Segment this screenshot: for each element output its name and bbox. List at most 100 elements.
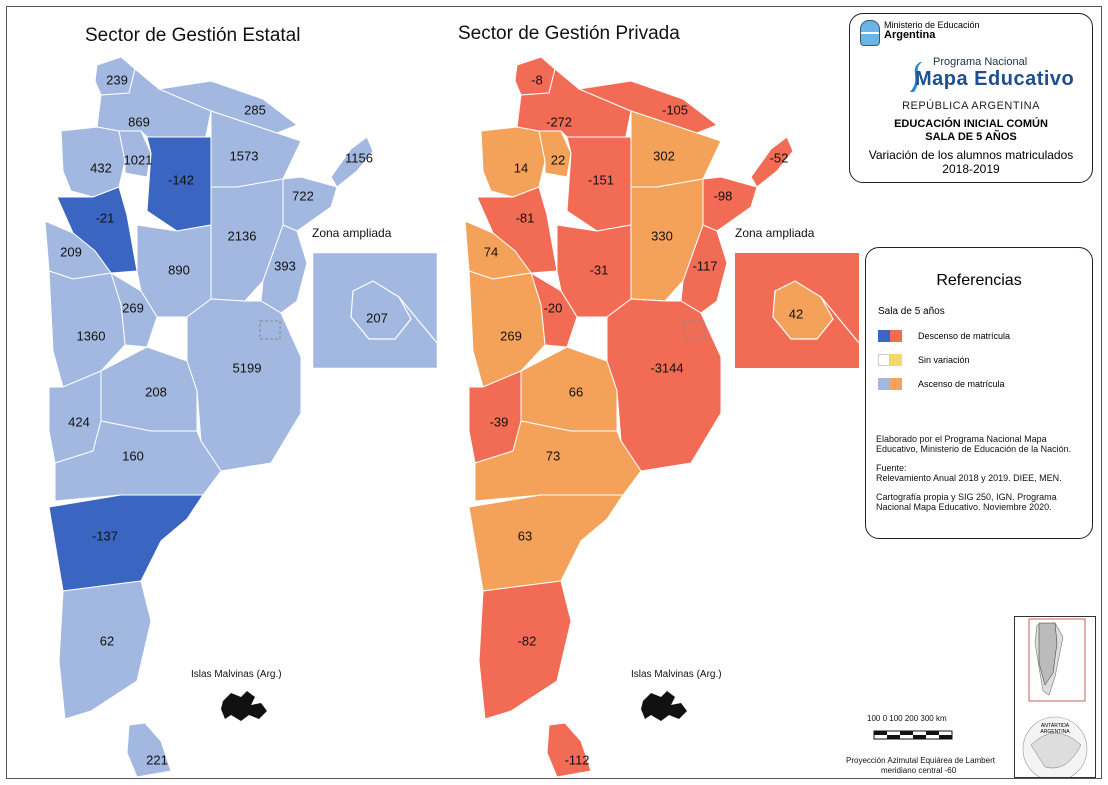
legend-label-descenso: Descenso de matrícula: [918, 331, 1011, 341]
mapa-educativo-logo-icon: [910, 62, 922, 92]
var-line2: 2018-2019: [942, 162, 1000, 176]
ministry-line1: Ministerio de Educación: [884, 20, 980, 30]
republica-text: REPÚBLICA ARGENTINA: [902, 100, 1040, 112]
scale-ticks: 100 0 100 200 300 km: [867, 714, 947, 723]
value-estatal-santa-fe: 2136: [228, 228, 257, 243]
swatch-privada-sin-variacion: [890, 354, 902, 366]
value-estatal-mendoza: 1360: [77, 328, 106, 343]
value-estatal-tucuman: 1021: [124, 152, 153, 167]
value-estatal-rio-negro: 160: [122, 448, 144, 463]
value-privada-san-juan: 74: [484, 244, 498, 259]
note-cartografia: Cartografía propia y SIG 250, IGN. Progr…: [876, 492, 1057, 512]
province-estatal-mendoza: [48, 270, 126, 388]
title-privada: Sector de Gestión Privada: [458, 23, 680, 44]
value-estatal-salta: 869: [128, 114, 150, 129]
value-privada-rio-negro: 73: [546, 448, 560, 463]
value-privada-san-luis: -20: [544, 300, 563, 315]
swatch-privada-ascenso: [890, 378, 902, 390]
ministry-block: Ministerio de Educación Argentina: [860, 20, 980, 46]
locator-map: ANTÁRTIDA ARGENTINA: [1022, 618, 1088, 777]
inset-antartida: ANTÁRTIDA: [1041, 722, 1070, 729]
province-privada-mendoza: [468, 270, 546, 388]
maps-canvas: Sector de Gestión Estatal 23986928543210…: [44, 23, 996, 778]
title-estatal: Sector de Gestión Estatal: [85, 25, 300, 46]
malvinas-islands-estatal: [221, 691, 267, 721]
value-privada-chubut: 63: [518, 528, 532, 543]
value-estatal-jujuy: 239: [106, 72, 128, 87]
value-estatal-tierra-del-fuego: 221: [146, 752, 168, 767]
value-privada-la-rioja: -81: [516, 210, 535, 225]
malvinas-label-privada: Islas Malvinas (Arg.): [631, 669, 722, 680]
note-fuente: Relevamiento Anual 2018 y 2019. DIEE, ME…: [876, 473, 1062, 483]
value-privada-salta: -272: [546, 114, 572, 129]
swatch-estatal-ascenso: [878, 378, 890, 390]
value-privada-corrientes: -98: [714, 188, 733, 203]
note-elaborado: Elaborado por el Programa Nacional Mapa …: [876, 434, 1072, 454]
note-fuente-title: Fuente:: [876, 463, 907, 473]
value-estatal-chaco: 1573: [230, 148, 259, 163]
province-estatal-tucuman: [118, 130, 152, 178]
value-estatal-santiago-del-estero: -142: [168, 172, 194, 187]
program-block: Programa Nacional Mapa Educativo: [905, 56, 1090, 91]
ministry-line2: Argentina: [884, 29, 936, 41]
legend-item-sin-variacion: Sin variación: [878, 354, 970, 366]
province-estatal-tierra-del-fuego: [126, 722, 172, 778]
edu-line1: EDUCACIÓN INICIAL COMÚN: [894, 118, 1048, 130]
province-privada-santa-cruz: [478, 580, 572, 720]
legend-label-sin-variacion: Sin variación: [918, 355, 970, 365]
value-privada-jujuy: -8: [531, 72, 543, 87]
locator-inset: ANTÁRTIDA ARGENTINA: [1014, 616, 1096, 778]
legend-title: Referencias: [936, 272, 1022, 289]
value-estatal-misiones: 1156: [345, 150, 373, 165]
source-notes: Elaborado por el Programa Nacional Mapa …: [876, 434, 1090, 521]
value-estatal-entre-rios: 393: [274, 258, 296, 273]
legend-item-ascenso: Ascenso de matrícula: [878, 378, 1005, 390]
value-estatal-cordoba: 890: [168, 262, 190, 277]
malvinas-label-estatal: Islas Malvinas (Arg.): [191, 669, 282, 680]
value-estatal-san-luis: 269: [122, 300, 144, 315]
edu-line2: SALA DE 5 AÑOS: [925, 131, 1017, 143]
value-privada-chaco: 302: [653, 148, 675, 163]
program-line2: Mapa Educativo: [915, 68, 1075, 90]
malvinas-islands-privada: [641, 691, 687, 721]
zoom-marker-estatal: [259, 320, 281, 340]
variation-text: Variación de los alumnos matriculados 20…: [850, 148, 1092, 176]
legend-label-ascenso: Ascenso de matrícula: [918, 379, 1005, 389]
value-privada-tierra-del-fuego: -112: [564, 752, 589, 767]
legend-panel: Referencias Sala de 5 años Descenso de m…: [865, 247, 1093, 539]
zoom-marker-privada: [683, 320, 705, 340]
value-estatal-san-juan: 209: [60, 244, 82, 259]
projection-line1: Proyección Azimutal Equiárea de Lambert: [846, 756, 996, 765]
swatch-estatal-descenso: [878, 330, 890, 342]
swatch-estatal-sin-variacion: [878, 354, 890, 366]
value-estatal-buenos-aires: 5199: [233, 360, 262, 375]
value-estatal-formosa: 285: [244, 102, 266, 117]
argentina-crest-icon: [860, 20, 880, 46]
legend-subtitle: Sala de 5 años: [878, 306, 945, 317]
caba-estatal-label: 207: [366, 310, 388, 325]
title-panel: Ministerio de Educación Argentina Progra…: [849, 13, 1093, 183]
scale-bar: 100 0 100 200 300 km Proyección Azimutal…: [846, 714, 996, 775]
province-estatal-chubut: [48, 494, 204, 592]
map-estatal: Sector de Gestión Estatal 23986928543210…: [44, 25, 374, 778]
value-privada-tucuman: 22: [551, 152, 565, 167]
value-privada-santiago-del-estero: -151: [588, 172, 614, 187]
value-estatal-corrientes: 722: [292, 188, 314, 203]
value-privada-formosa: -105: [662, 102, 688, 117]
value-privada-santa-fe: 330: [651, 228, 673, 243]
var-line1: Variación de los alumnos matriculados: [868, 148, 1074, 162]
zona-ampliada-estatal: Zona ampliada: [312, 226, 392, 240]
province-estatal-corrientes: [282, 176, 338, 232]
value-privada-misiones: -52: [770, 150, 789, 165]
inset-argentina: ARGENTINA: [1040, 729, 1070, 735]
value-privada-catamarca: 14: [514, 160, 528, 175]
value-privada-mendoza: 269: [500, 328, 522, 343]
province-privada-chubut: [468, 494, 624, 592]
value-estatal-la-pampa: 208: [145, 384, 167, 399]
value-estatal-neuquen: 424: [68, 414, 90, 429]
value-privada-buenos-aires: -3144: [650, 360, 683, 375]
value-estatal-la-rioja: -21: [96, 210, 115, 225]
projection-line2: meridiano central -60: [881, 766, 957, 775]
program-line1: Programa Nacional: [933, 56, 1028, 68]
